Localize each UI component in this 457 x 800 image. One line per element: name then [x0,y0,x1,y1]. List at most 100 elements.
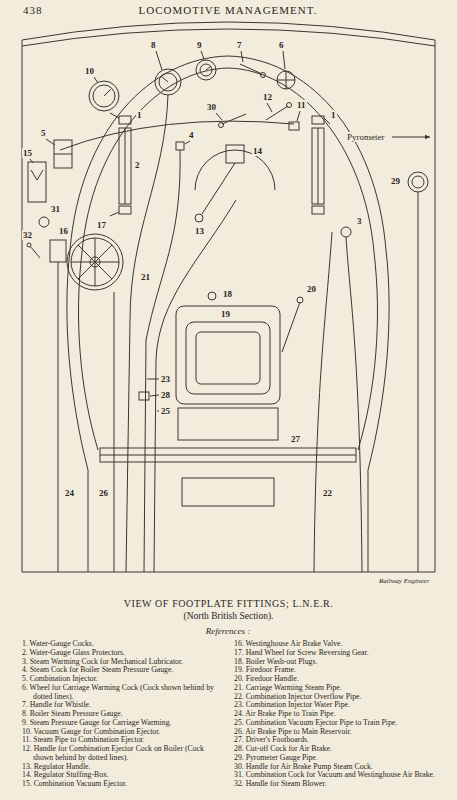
pipes [58,262,59,572]
callout-number: 4 [188,130,195,140]
pipes [58,95,418,572]
left-fittings [39,217,49,227]
reference-entry: 6. Wheel for Carriage Warming Cock (Cock… [22,684,220,702]
callout-number: 19 [220,309,231,319]
pipes [139,392,149,400]
water-gauges [119,116,131,124]
footboards [182,478,274,506]
cab-outline [22,40,23,572]
reference-entry: 12. Handle for Combination Ejector Cock … [22,745,220,763]
regulator [195,214,203,222]
whistle-and-cocks [176,64,351,237]
reference-entry: 2. Water-Gauge Glass Protectors. [22,649,220,658]
pipes [114,292,115,572]
firedoor [282,302,300,352]
reversing-wheel [67,234,123,290]
whistle-and-cocks [277,71,295,89]
cab-outline [22,29,435,46]
reference-entry: 22. Combination Injector Overflow Pipe. [234,693,440,702]
pipes [418,192,419,572]
callout-number: 24 [64,488,75,498]
water-gauges [110,212,119,216]
reference-entry: 20. Firedoor Handle. [234,675,440,684]
callout-number: 20 [306,284,317,294]
footboards [100,448,356,462]
gauges [89,81,119,111]
reversing-wheel [78,245,112,279]
reference-entry: 26. Air Brake Pipe to Main Reservoir. [234,728,440,737]
reference-entry: 19. Firedoor Frame. [234,666,440,675]
firedoor [196,332,260,384]
left-fittings [27,140,72,262]
callout-number: 18 [222,289,233,299]
gauges [161,76,168,82]
leader-lines [147,379,159,380]
whistle-and-cocks [286,71,287,89]
firedoor [186,322,270,394]
leader-lines [201,51,204,59]
callout-number: 2 [134,160,141,170]
callout-number: 30 [206,102,217,112]
reversing-wheel [71,238,119,286]
callout-number: 5 [40,128,47,138]
pipes [346,237,362,572]
page-number: 438 [22,4,44,16]
boiler-backplate [79,68,378,450]
regulator [195,145,275,222]
callout-number: 7 [236,40,243,50]
reference-entry: 30. Handle for Air Brake Pump Steam Cock… [234,763,440,772]
callout-number: 8 [150,40,157,50]
footboards [100,448,356,506]
reference-entry: 9. Steam Pressure Gauge for Carriage War… [22,719,220,728]
callout-number: 27 [290,434,301,444]
reference-entry: 11. Steam Pipe to Combination Ejector. [22,736,220,745]
leader-lines [241,51,243,62]
left-fittings [27,243,31,247]
reference-entry: 21. Carriage Warming Steam Pipe. [234,684,440,693]
water-gauges [318,128,319,204]
callout-number: 31 [50,204,61,214]
footboards [100,455,356,456]
whistle-and-cocks [240,64,262,74]
leader-lines [46,139,55,145]
gauges [412,176,424,188]
leader-lines [283,51,285,69]
left-fittings [54,140,72,168]
gauges [93,85,115,107]
callout-number: 16 [58,226,69,236]
reference-entry: 31. Combination Cock for Vacuum and West… [234,771,440,780]
gauges [104,89,111,96]
left-fittings [28,162,46,202]
cab-outline [435,40,436,572]
callout-number: 10 [84,66,95,76]
reference-entry: 28. Cut-off Cock for Air Brake. [234,745,440,754]
reference-entry: 23. Combination Injector Water Pipe. [234,701,440,710]
callout-number: 13 [194,226,205,236]
callout-number: 1 [330,110,337,120]
gauges [196,60,216,80]
reference-entry: 16. Westinghouse Air Brake Valve. [234,640,440,649]
reference-entry: 4. Steam Cock for Boiler Steam Pressure … [22,666,220,675]
water-gauges [119,128,131,204]
reference-entry: 24. Air Brake Pipe to Train Pipe. [234,710,440,719]
water-gauges [312,116,324,124]
pipes [154,200,236,572]
reference-column: 1. Water-Gauge Cocks.2. Water-Gauge Glas… [22,640,220,789]
gauges [159,73,177,91]
pipes [314,232,332,572]
pipes [144,150,180,572]
leader-lines [156,51,162,70]
left-fittings [50,240,66,262]
whistle-and-cocks [219,123,224,128]
water-gauges [125,128,126,204]
reference-entry: 32. Handle for Steam Blower. [234,780,440,789]
reference-entry: 18. Boiler Wash-out Plugs. [234,658,440,667]
callout-number: 1 [136,110,143,120]
firedoor [176,292,303,440]
reference-entry: 25. Combination Vacuum Ejector Pipe to T… [234,719,440,728]
callout-number: 12 [262,92,273,102]
reference-entry: 14. Regulator Stuffing-Box. [22,771,220,780]
water-gauges [119,206,131,214]
leader-lines [150,395,159,396]
left-fittings [54,154,72,155]
